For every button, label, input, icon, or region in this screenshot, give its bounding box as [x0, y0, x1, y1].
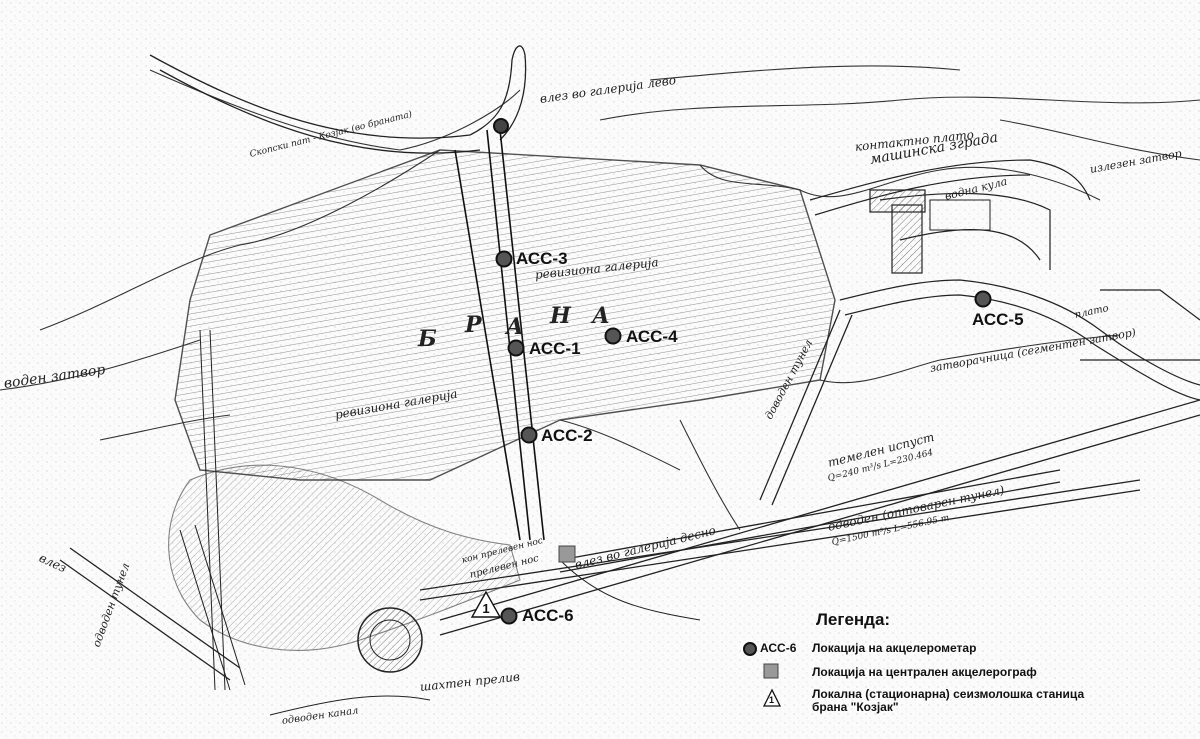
legend-item-central: Локација на централен акцелерограф [740, 662, 1190, 682]
acc-5-marker[interactable] [974, 290, 992, 308]
acc-1-marker[interactable] [507, 339, 525, 357]
acc-2-label: АСС-2 [541, 426, 593, 445]
terrain-contours [0, 65, 1200, 531]
legend-accelerometer-code: АСС-6 [760, 641, 797, 655]
seismic-station-symbol [470, 590, 502, 618]
acc-3-marker[interactable] [495, 250, 513, 268]
gallery-entry-left-marker [493, 118, 509, 134]
legend-central-icon [763, 663, 779, 679]
dam-letter-1: Б [418, 326, 437, 352]
seismic-station-number: 1 [482, 601, 489, 616]
dam-letter-5: А [592, 303, 610, 329]
legend: Легенда: АСС-6 Локација на акцелерометар… [740, 606, 1190, 726]
spillway-area [168, 464, 521, 651]
legend-title: Легенда: [816, 610, 891, 629]
legend-seismic-text-2: брана "Козјак" [812, 700, 899, 714]
left-road [149, 45, 527, 154]
legend-central-text: Локација на централен акцелерограф [812, 665, 1037, 679]
legend-item-accelerometer: АСС-6 Локација на акцелерометар [740, 640, 1190, 660]
acc-3-label: АСС-3 [516, 249, 568, 268]
acc-4-marker[interactable] [604, 327, 622, 345]
central-accelerograph-marker[interactable] [558, 545, 576, 563]
legend-seismic-number: 1 [769, 695, 775, 705]
tunnels [59, 309, 1200, 681]
dam-letter-2: Р [465, 312, 482, 338]
dam-crest [454, 129, 545, 541]
accelerometer-stations [493, 118, 992, 625]
legend-accelerometer-icon [743, 642, 757, 656]
acc-6-label: АСС-6 [522, 606, 574, 625]
dam-letter-3: А [506, 314, 524, 340]
acc-2-marker[interactable] [520, 426, 538, 444]
shaft-spillway [357, 607, 423, 673]
legend-seismic-text: Локална (стационарна) сеизмолошка станиц… [812, 687, 1085, 701]
acc-4-label: АСС-4 [626, 327, 678, 346]
legend-seismic-icon [762, 688, 782, 707]
legend-item-seismic: 1 Локална (стационарна) сеизмолошка стан… [740, 686, 1190, 720]
acc-6-marker[interactable] [500, 607, 518, 625]
machine-building [869, 189, 991, 274]
dam-letter-4: Н [550, 303, 571, 329]
dam-body [174, 149, 836, 481]
acc-5-label: АСС-5 [972, 310, 1024, 329]
legend-accelerometer-text: Локација на акцелерометар [812, 641, 977, 655]
acc-1-label: АСС-1 [529, 339, 581, 358]
shaft-spillway-inner [369, 619, 411, 661]
bottom-roads [179, 329, 701, 716]
